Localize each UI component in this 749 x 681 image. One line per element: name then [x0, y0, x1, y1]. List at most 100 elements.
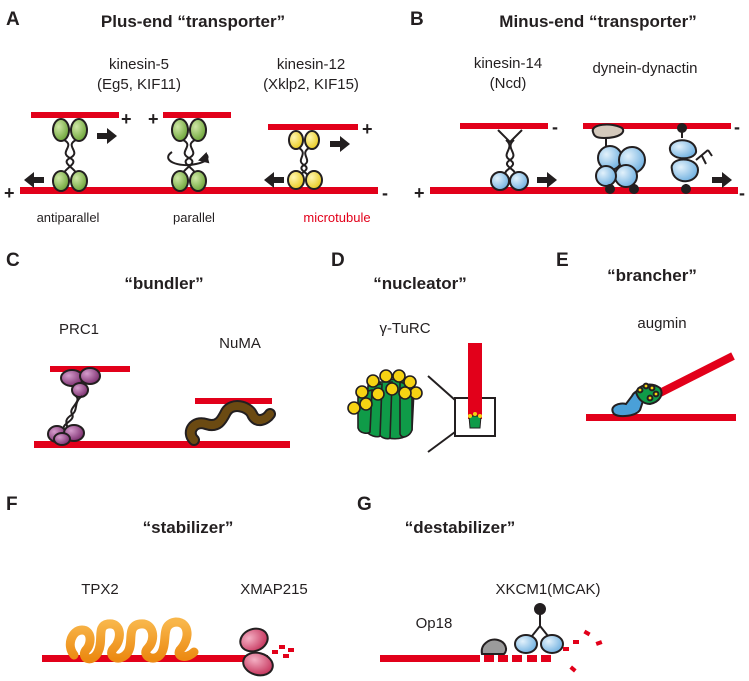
- augmin-label: augmin: [637, 315, 686, 332]
- arrow-right-icon: [537, 172, 557, 188]
- tubulin-segment: [527, 655, 537, 662]
- plus-end-marker: +: [4, 183, 15, 203]
- microtubule-g: [380, 655, 480, 662]
- kinesin5-label: kinesin-5: [109, 56, 169, 73]
- op18-protein: [480, 638, 507, 655]
- kinesin14-label: kinesin-14: [474, 55, 542, 72]
- panel-e-title: “brancher”: [607, 266, 697, 285]
- microtubule-c-bottom: [34, 441, 290, 448]
- kinesin12-aliases: (Xklp2, KIF15): [263, 76, 359, 93]
- arrow-left-icon: [264, 172, 284, 188]
- kinesin5-parallel: [167, 118, 210, 192]
- tubulin-dimer: [288, 648, 294, 652]
- microtubule-antiparallel-top: [31, 112, 119, 118]
- arrow-right-icon: [97, 128, 117, 144]
- free-tubulin: [583, 629, 591, 637]
- xmap215-protein: [239, 627, 274, 677]
- gturc-label: γ-TuRC: [379, 320, 430, 337]
- free-tubulin: [563, 647, 569, 651]
- microtubule-kinesin12-top: [268, 124, 358, 130]
- kinesin5-antiparallel: [52, 118, 88, 192]
- plus-end-marker: +: [414, 183, 425, 203]
- parallel-label: parallel: [173, 210, 215, 225]
- gamma-turc-complex: [347, 369, 423, 440]
- numa-label: NuMA: [219, 335, 261, 352]
- kinesin12-motor: [287, 130, 323, 190]
- numa-protein: [186, 402, 274, 444]
- zoom-line: [427, 375, 456, 401]
- prc1-label: PRC1: [59, 321, 99, 338]
- zoom-line: [427, 431, 456, 453]
- mcak-dimer: [514, 603, 564, 654]
- panel-a-title: Plus-end “transporter”: [101, 12, 285, 31]
- dynein-label: dynein-dynactin: [592, 60, 697, 77]
- panel-a: A Plus-end “transporter” kinesin-5 (Eg5,…: [4, 9, 388, 225]
- mini-gamma-turc-dot: [478, 414, 482, 418]
- tubulin-dimer: [283, 654, 289, 658]
- tpx2-protein: [65, 617, 199, 664]
- minus-end-marker: -: [739, 183, 745, 203]
- mcak-label: XKCM1(MCAK): [495, 581, 600, 598]
- xmap215-label: XMAP215: [240, 581, 308, 598]
- panel-letter-b: B: [410, 9, 424, 30]
- minus-end-marker: -: [382, 183, 388, 203]
- tubulin-dimer: [279, 645, 285, 649]
- panel-letter-c: C: [6, 250, 20, 271]
- tubulin-segment: [498, 655, 508, 662]
- panel-b-title: Minus-end “transporter”: [499, 12, 696, 31]
- plus-end-marker: +: [362, 119, 373, 139]
- free-tubulin: [595, 640, 603, 646]
- panel-e: E “brancher” augmin: [556, 250, 736, 421]
- mini-gamma-turc: [468, 415, 482, 429]
- op18-label: Op18: [416, 615, 453, 632]
- tubulin-segment: [484, 655, 494, 662]
- kinesin14-aliases: (Ncd): [490, 75, 527, 92]
- dynein-dynactin-complex: [591, 123, 646, 194]
- panel-letter-f: F: [6, 494, 18, 515]
- nucleated-microtubule: [468, 343, 482, 419]
- panel-f: F “stabilizer” TPX2 XMAP215: [6, 494, 308, 677]
- panel-f-title: “stabilizer”: [143, 518, 234, 537]
- dynein-dynactin-complex: [669, 123, 713, 194]
- mini-gamma-turc-dot: [473, 412, 477, 416]
- panel-letter-e: E: [556, 250, 569, 271]
- microtubule-label: microtubule: [303, 210, 370, 225]
- panel-letter-d: D: [331, 250, 345, 271]
- arrow-right-icon: [330, 136, 350, 152]
- minus-end-marker: -: [734, 117, 740, 137]
- kinesin14-motor: [490, 129, 529, 191]
- panel-c: C “bundler” PRC1 NuMA: [6, 250, 290, 448]
- tubulin-segment: [512, 655, 522, 662]
- microtubule-parallel-top: [163, 112, 231, 118]
- kinesin5-aliases: (Eg5, KIF11): [97, 76, 181, 93]
- arrow-right-icon: [712, 172, 732, 188]
- minus-end-marker: -: [552, 117, 558, 137]
- free-tubulin: [573, 640, 579, 644]
- augmin-complex: [611, 382, 663, 418]
- prc1-dimer: [47, 367, 101, 446]
- arrow-left-icon: [24, 172, 44, 188]
- mother-microtubule: [586, 414, 736, 421]
- kinesin12-label: kinesin-12: [277, 56, 345, 73]
- panel-g: G “destabilizer” XKCM1(MCAK) Op18: [357, 494, 603, 673]
- microtubule-dynein-top: [583, 123, 731, 129]
- panel-d-title: “nucleator”: [373, 274, 467, 293]
- free-tubulin: [569, 665, 577, 673]
- microtubule-kinesin14-top: [460, 123, 548, 129]
- panel-c-title: “bundler”: [124, 274, 203, 293]
- tubulin-segment: [541, 655, 551, 662]
- tpx2-label: TPX2: [81, 581, 119, 598]
- mini-gamma-turc-dot: [468, 414, 472, 418]
- panel-g-title: “destabilizer”: [405, 518, 516, 537]
- tubulin-dimer: [272, 650, 278, 654]
- panel-letter-g: G: [357, 494, 372, 515]
- branch-microtubule: [648, 352, 735, 402]
- panel-d: D “nucleator” γ-TuRC: [331, 250, 496, 453]
- plus-end-marker: +: [148, 109, 159, 129]
- plus-end-marker: +: [121, 109, 132, 129]
- antiparallel-label: antiparallel: [37, 210, 100, 225]
- panel-letter-a: A: [6, 9, 20, 30]
- microtubule-bottom-b: [430, 187, 738, 194]
- panel-b: B Minus-end “transporter” kinesin-14 (Nc…: [410, 9, 745, 203]
